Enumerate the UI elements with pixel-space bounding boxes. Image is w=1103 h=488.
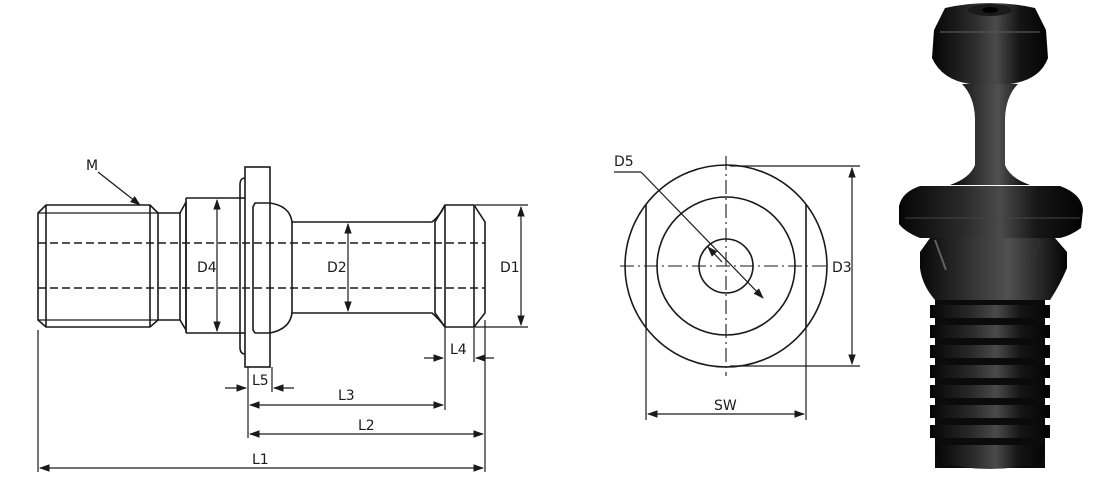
m-leader [97, 171, 141, 206]
head [434, 204, 486, 328]
label-d3: D3 [832, 260, 852, 276]
pull-stud-photo [899, 3, 1083, 469]
relief-groove [158, 212, 181, 321]
label-l3: L3 [338, 388, 355, 404]
label-d2: D2 [327, 260, 347, 276]
thread-section [37, 204, 159, 328]
photo-thread [930, 300, 1050, 469]
label-l2: L2 [358, 418, 375, 434]
collar [179, 197, 241, 334]
label-d5: D5 [614, 154, 634, 170]
label-l4: L4 [450, 342, 467, 358]
extension-lines [37, 204, 528, 472]
photo-neck [950, 84, 1030, 185]
side-view: M D4 D2 D1 L5 L3 L2 L1 L4 [37, 158, 528, 472]
d5-leader-diagonal [640, 171, 764, 299]
label-d4: D4 [197, 260, 217, 276]
label-l5: L5 [252, 373, 269, 389]
label-d1: D1 [500, 260, 520, 276]
label-m: M [86, 158, 98, 174]
end-view: D5 D3 SW [614, 154, 860, 420]
photo-top-cap [932, 3, 1048, 84]
shaft [252, 202, 446, 334]
flange [239, 166, 271, 368]
photo-hex-body [920, 238, 1067, 300]
label-l1: L1 [252, 452, 269, 468]
label-sw: SW [714, 398, 737, 414]
photo-flange [899, 186, 1083, 238]
d5-inner-arrow [707, 246, 723, 263]
